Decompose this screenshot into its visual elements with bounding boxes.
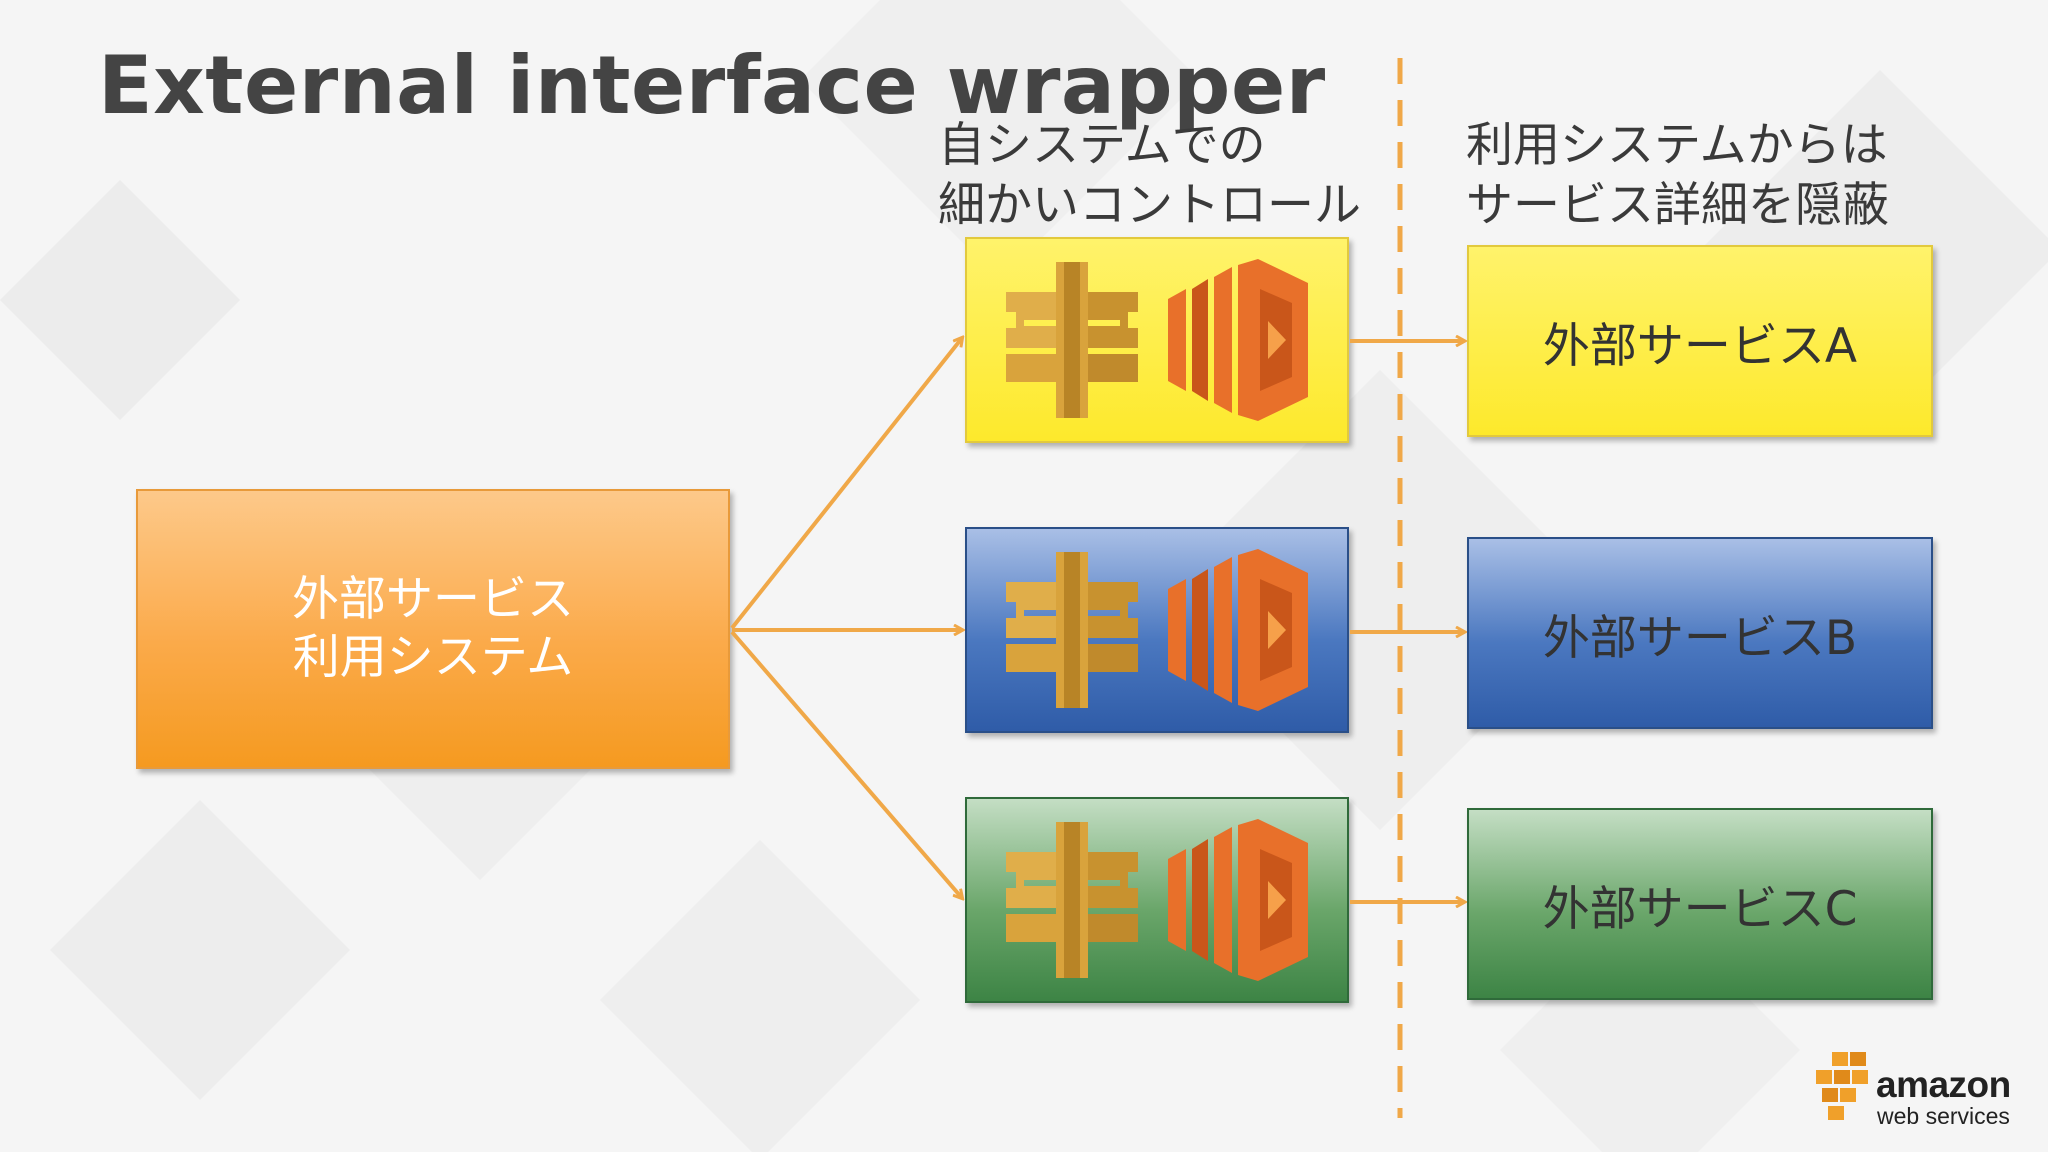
wrapper-box-b	[965, 527, 1349, 733]
arrow-to-wrapper-c	[730, 630, 962, 898]
wrapper-box-c	[965, 797, 1349, 1003]
caption-fine-control-line2: 細かいコントロール	[938, 178, 1361, 233]
external-service-a-label: 外部サービスA	[1542, 318, 1858, 374]
caption-hide-details-line2: サービス詳細を隠蔽	[1466, 178, 1889, 233]
external-service-c-box: 外部サービスC	[1467, 808, 1933, 1000]
caption-fine-control-line1: 自システムでの	[938, 118, 1266, 173]
external-service-c-label: 外部サービスC	[1542, 881, 1858, 937]
aws-logo-subtitle: web services	[1877, 1103, 2010, 1129]
source-system-box: 外部サービス 利用システム	[136, 489, 730, 769]
arrow-to-wrapper-a	[730, 338, 962, 630]
source-system-line2: 利用システム	[292, 630, 574, 685]
api-gateway-icon	[1006, 552, 1138, 708]
api-gateway-icon	[1006, 262, 1138, 418]
aws-logo-wordmark: amazon	[1876, 1064, 2011, 1105]
wrapper-box-a	[965, 237, 1349, 443]
caption-hide-details-line1: 利用システムからは	[1466, 118, 1888, 173]
lambda-icon	[1168, 819, 1308, 981]
caption-hide-details: 利用システムからは サービス詳細を隠蔽	[1466, 116, 1889, 236]
slide-title: External interface wrapper	[98, 39, 1326, 132]
api-gateway-icon	[1006, 822, 1138, 978]
external-service-b-label: 外部サービスB	[1542, 610, 1858, 666]
caption-fine-control: 自システムでの 細かいコントロール	[938, 116, 1361, 236]
source-system-line1: 外部サービス	[292, 572, 574, 627]
external-service-b-box: 外部サービスB	[1467, 537, 1933, 729]
external-service-a-box: 外部サービスA	[1467, 245, 1933, 437]
lambda-icon	[1168, 549, 1308, 711]
lambda-icon	[1168, 259, 1308, 421]
aws-cubes-icon	[1816, 1052, 1868, 1120]
